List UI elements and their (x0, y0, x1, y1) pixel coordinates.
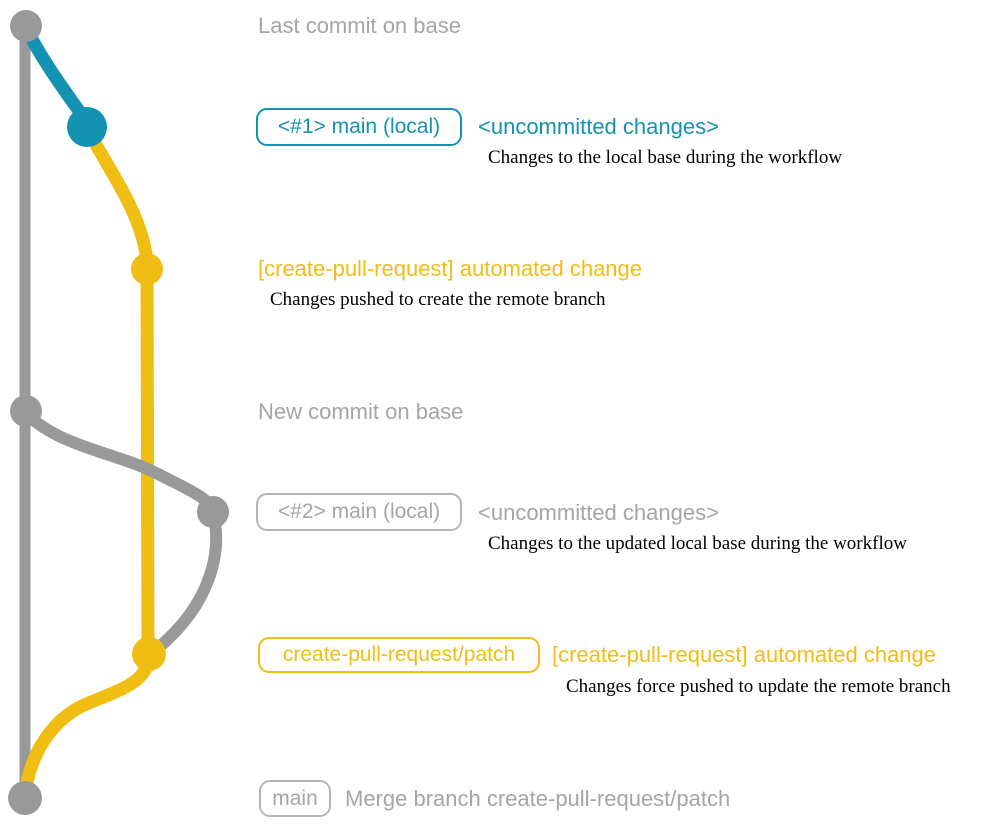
caption-updated-local-base-changes: Changes to the updated local base during… (488, 533, 907, 554)
commit-dot-last-base (10, 10, 42, 42)
branch-badge-main-local-1-label: <#1> main (local) (277, 115, 441, 138)
branch-badge-main-local-2: <#2> main (local) (256, 493, 462, 531)
caption-local-base-changes: Changes to the local base during the wor… (488, 147, 843, 168)
caption-changes-pushed: Changes pushed to create the remote bran… (270, 289, 606, 310)
patch-branch-line (82, 125, 155, 657)
commit-dot-patch-2 (132, 637, 166, 671)
label-merge-branch: Merge branch create-pull-request/patch (345, 786, 731, 811)
commit-dot-patch-1 (131, 253, 163, 285)
update-edge (152, 511, 223, 654)
rebase-edge (21, 408, 218, 513)
branch-badge-main: main (259, 780, 331, 817)
label-last-commit-on-base: Last commit on base (258, 13, 461, 38)
heading-automated-change-2: [create-pull-request] automated change (552, 642, 937, 667)
commit-dot-merge (8, 781, 42, 815)
heading-uncommitted-changes-2: <uncommitted changes> (478, 500, 719, 525)
commit-dot-local-2 (197, 496, 229, 528)
heading-automated-change-1: [create-pull-request] automated change (258, 256, 643, 281)
branch-badge-main-local-1: <#1> main (local) (256, 108, 462, 146)
branch-badge-main-local-2-label: <#2> main (local) (277, 500, 441, 523)
commit-dot-new-base (10, 395, 42, 427)
caption-changes-force-pushed: Changes force pushed to update the remot… (566, 676, 951, 697)
label-new-commit-on-base: New commit on base (258, 399, 464, 424)
merge-edge (19, 653, 155, 795)
heading-uncommitted-changes-1: <uncommitted changes> (478, 114, 719, 139)
branch-badge-main-label: main (272, 786, 318, 810)
commit-dot-local-1 (67, 107, 107, 147)
branch-badge-patch-label: create-pull-request/patch (282, 643, 516, 666)
local-change-edge-1 (20, 23, 91, 125)
branch-badge-patch: create-pull-request/patch (258, 637, 540, 673)
